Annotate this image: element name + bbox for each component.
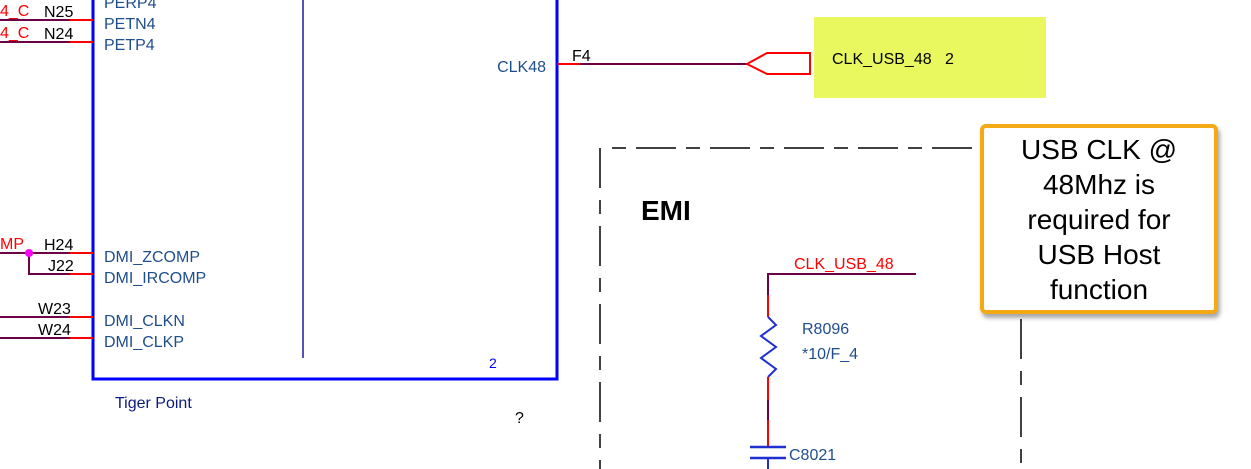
chip-symbol[interactable]: [91, 0, 559, 381]
left-pin-wires: [0, 19, 93, 339]
resistor-r8096-symbol[interactable]: [759, 316, 778, 378]
pin-name-petn4: PETN4: [104, 16, 156, 33]
pin-number-w23: W23: [38, 301, 71, 318]
pin-number-n24: N24: [44, 26, 73, 43]
pin-name-petp4: PETP4: [104, 37, 155, 54]
pin-number-h24: H24: [44, 237, 73, 254]
pin-number-f4: F4: [572, 48, 591, 65]
part-name: Tiger Point: [115, 395, 192, 412]
pin-name-dmi-ircomp: DMI_IRCOMP: [104, 270, 206, 287]
offpage-connector-arrow[interactable]: [744, 52, 811, 75]
emi-title: EMI: [641, 195, 691, 226]
resistor-value: *10/F_4: [802, 346, 858, 363]
pin-number-j22: J22: [48, 258, 74, 275]
wire-emi-net[interactable]: [767, 273, 916, 295]
wire-dmi-ircomp[interactable]: [28, 253, 70, 275]
pin-number-n25: N25: [44, 4, 73, 21]
offpage-connector-label[interactable]: CLK_USB_48 2: [814, 17, 1046, 98]
resistor-ref: R8096: [802, 321, 849, 338]
emi-net-label: CLK_USB_48: [794, 256, 894, 273]
net-label-dmi-zcomp: MP: [0, 236, 24, 253]
unknown-marker: ?: [515, 410, 524, 427]
pin-name-perp4: PERP4: [104, 0, 157, 12]
net-label-petn4: 4_C: [0, 3, 29, 20]
pin-name-dmi-zcomp: DMI_ZCOMP: [104, 249, 200, 266]
pin-name-dmi-clkp: DMI_CLKP: [104, 334, 184, 351]
chip-body-outline: [91, 0, 559, 381]
sheet-number: 2: [489, 355, 497, 371]
junction-dot: [25, 249, 33, 257]
annotation-note: USB CLK @ 48Mhz is required for USB Host…: [980, 124, 1218, 314]
capacitor-c8021-symbol[interactable]: [750, 445, 786, 460]
annotation-note-text: USB CLK @ 48Mhz is required for USB Host…: [1020, 133, 1178, 305]
capacitor-ref: C8021: [789, 447, 836, 464]
pin-number-w24: W24: [38, 322, 71, 339]
pin-name-dmi-clkn: DMI_CLKN: [104, 313, 185, 330]
net-label-petp4: 4_C: [0, 25, 29, 42]
pin-name-clk48: CLK48: [497, 59, 546, 76]
emi-region-border: [599, 147, 1022, 469]
